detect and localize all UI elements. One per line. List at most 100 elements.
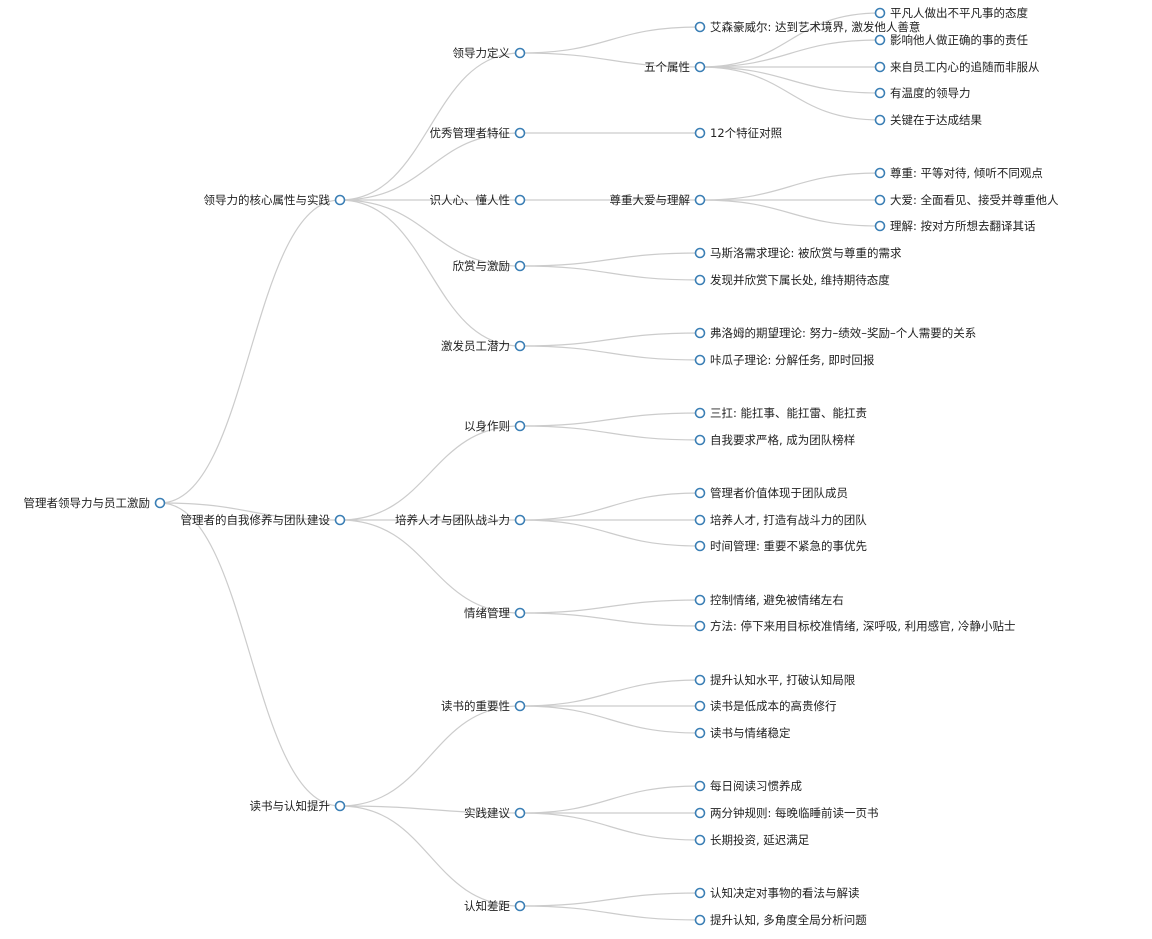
mindmap-node-n2-2[interactable]: 培养人才与团队战斗力 bbox=[395, 513, 526, 527]
node-toggle-circle[interactable] bbox=[694, 327, 706, 339]
mindmap-node-n1-4[interactable]: 欣赏与激励 bbox=[453, 259, 526, 273]
node-toggle-circle[interactable] bbox=[694, 354, 706, 366]
mindmap-node-n1-2[interactable]: 优秀管理者特征 bbox=[430, 126, 526, 140]
mindmap-node-n1-3-1[interactable]: 尊重大爱与理解 bbox=[610, 193, 706, 207]
mindmap-node-n1-4-1[interactable]: 马斯洛需求理论: 被欣赏与尊重的需求 bbox=[694, 246, 903, 260]
node-label: 咔瓜子理论: 分解任务, 即时回报 bbox=[710, 353, 875, 367]
mindmap-node-n3-2-1[interactable]: 每日阅读习惯养成 bbox=[694, 779, 803, 793]
mindmap-node-n3-3[interactable]: 认知差距 bbox=[464, 899, 526, 913]
mindmap-node-n1-3[interactable]: 识人心、懂人性 bbox=[430, 193, 526, 207]
node-toggle-circle[interactable] bbox=[334, 800, 346, 812]
node-toggle-circle[interactable] bbox=[694, 780, 706, 792]
node-toggle-circle[interactable] bbox=[694, 127, 706, 139]
mindmap-node-n1-1-1[interactable]: 艾森豪威尔: 达到艺术境界, 激发他人善意 bbox=[694, 20, 921, 34]
mindmap-node-n2-1-1[interactable]: 三扛: 能扛事、能扛雷、能扛责 bbox=[694, 406, 868, 420]
node-toggle-circle[interactable] bbox=[694, 487, 706, 499]
mindmap-node-n1-1-2-4[interactable]: 有温度的领导力 bbox=[874, 86, 971, 100]
mindmap-node-n1-2-1[interactable]: 12个特征对照 bbox=[694, 126, 783, 140]
mindmap-node-n2-1[interactable]: 以身作则 bbox=[464, 419, 526, 433]
mindmap-node-n1-1-2-3[interactable]: 来自员工内心的追随而非服从 bbox=[874, 60, 1040, 74]
node-toggle-circle[interactable] bbox=[694, 807, 706, 819]
node-toggle-circle[interactable] bbox=[514, 514, 526, 526]
mindmap-node-n1-1[interactable]: 领导力定义 bbox=[453, 46, 526, 60]
node-toggle-circle[interactable] bbox=[874, 194, 886, 206]
node-toggle-circle[interactable] bbox=[694, 61, 706, 73]
mindmap-node-n3-3-1[interactable]: 认知决定对事物的看法与解读 bbox=[694, 886, 860, 900]
node-toggle-circle[interactable] bbox=[694, 620, 706, 632]
mindmap-node-n1-5-2[interactable]: 咔瓜子理论: 分解任务, 即时回报 bbox=[694, 353, 875, 367]
node-toggle-circle[interactable] bbox=[874, 61, 886, 73]
mindmap-node-n3-1-1[interactable]: 提升认知水平, 打破认知局限 bbox=[694, 673, 856, 687]
mindmap-node-n2-3[interactable]: 情绪管理 bbox=[464, 606, 526, 620]
node-toggle-circle[interactable] bbox=[694, 540, 706, 552]
node-toggle-circle[interactable] bbox=[694, 674, 706, 686]
node-toggle-circle[interactable] bbox=[874, 167, 886, 179]
node-toggle-circle[interactable] bbox=[694, 700, 706, 712]
mindmap-node-n3[interactable]: 读书与认知提升 bbox=[250, 799, 346, 813]
node-toggle-circle[interactable] bbox=[514, 194, 526, 206]
node-toggle-circle[interactable] bbox=[874, 34, 886, 46]
link-n3-1-to-n3-1-3 bbox=[519, 705, 701, 734]
node-toggle-circle[interactable] bbox=[694, 727, 706, 739]
node-toggle-circle[interactable] bbox=[514, 127, 526, 139]
node-toggle-circle[interactable] bbox=[874, 114, 886, 126]
mindmap-node-n1-3-1-3[interactable]: 理解: 按对方所想去翻译其话 bbox=[874, 219, 1037, 233]
mindmap-node-n1-3-1-2[interactable]: 大爱: 全面看见、接受并尊重他人 bbox=[874, 193, 1060, 207]
node-label: 情绪管理 bbox=[464, 606, 510, 620]
mindmap-node-n3-2-3[interactable]: 长期投资, 延迟满足 bbox=[694, 833, 810, 847]
node-label: 实践建议 bbox=[464, 806, 510, 820]
link-n3-3-to-n3-3-1 bbox=[519, 892, 701, 907]
node-toggle-circle[interactable] bbox=[514, 47, 526, 59]
node-toggle-circle[interactable] bbox=[694, 407, 706, 419]
node-toggle-circle[interactable] bbox=[694, 594, 706, 606]
mindmap-node-n1-1-2-1[interactable]: 平凡人做出不平凡事的态度 bbox=[874, 6, 1029, 20]
node-toggle-circle[interactable] bbox=[694, 514, 706, 526]
node-toggle-circle[interactable] bbox=[874, 87, 886, 99]
mindmap-node-n1-5[interactable]: 激发员工潜力 bbox=[441, 339, 526, 353]
node-label: 有温度的领导力 bbox=[890, 86, 971, 100]
mindmap-node-n3-1-2[interactable]: 读书是低成本的高贵修行 bbox=[694, 699, 837, 713]
mindmap-node-n2-2-3[interactable]: 时间管理: 重要不紧急的事优先 bbox=[694, 539, 868, 553]
mindmap-node-n2-3-1[interactable]: 控制情绪, 避免被情绪左右 bbox=[694, 593, 844, 607]
node-toggle-circle[interactable] bbox=[694, 194, 706, 206]
node-toggle-circle[interactable] bbox=[514, 900, 526, 912]
mindmap-node-n3-2[interactable]: 实践建议 bbox=[464, 806, 526, 820]
mindmap-node-n1-4-2[interactable]: 发现并欣赏下属长处, 维持期待态度 bbox=[694, 273, 891, 287]
node-toggle-circle[interactable] bbox=[874, 7, 886, 19]
node-toggle-circle[interactable] bbox=[694, 274, 706, 286]
node-toggle-circle[interactable] bbox=[334, 514, 346, 526]
node-label: 读书是低成本的高贵修行 bbox=[710, 699, 837, 713]
node-toggle-circle[interactable] bbox=[694, 914, 706, 926]
mindmap-node-n1-5-1[interactable]: 弗洛姆的期望理论: 努力–绩效–奖励–个人需要的关系 bbox=[694, 326, 977, 340]
mindmap-node-n2-2-2[interactable]: 培养人才, 打造有战斗力的团队 bbox=[694, 513, 868, 527]
mindmap-node-n2-3-2[interactable]: 方法: 停下来用目标校准情绪, 深呼吸, 利用感官, 冷静小贴士 bbox=[694, 619, 1016, 633]
mindmap-node-root[interactable]: 管理者领导力与员工激励 bbox=[24, 496, 166, 510]
mindmap-node-n2-2-1[interactable]: 管理者价值体现于团队成员 bbox=[694, 486, 849, 500]
mindmap-node-n3-2-2[interactable]: 两分钟规则: 每晚临睡前读一页书 bbox=[694, 806, 879, 820]
mindmap-node-n1-1-2-5[interactable]: 关键在于达成结果 bbox=[874, 113, 983, 127]
node-toggle-circle[interactable] bbox=[874, 220, 886, 232]
node-toggle-circle[interactable] bbox=[694, 21, 706, 33]
node-toggle-circle[interactable] bbox=[154, 497, 166, 509]
node-toggle-circle[interactable] bbox=[514, 420, 526, 432]
node-toggle-circle[interactable] bbox=[514, 700, 526, 712]
node-toggle-circle[interactable] bbox=[694, 434, 706, 446]
node-toggle-circle[interactable] bbox=[514, 607, 526, 619]
mindmap-node-n1-1-2[interactable]: 五个属性 bbox=[644, 60, 706, 74]
node-toggle-circle[interactable] bbox=[694, 834, 706, 846]
mindmap-node-n1[interactable]: 领导力的核心属性与实践 bbox=[204, 193, 346, 207]
mindmap-node-n3-3-2[interactable]: 提升认知, 多角度全局分析问题 bbox=[694, 913, 868, 927]
mindmap-node-n2-1-2[interactable]: 自我要求严格, 成为团队榜样 bbox=[694, 433, 856, 447]
link-n1-3-1-to-n1-3-1-1 bbox=[699, 172, 881, 201]
mindmap-node-n3-1[interactable]: 读书的重要性 bbox=[441, 699, 526, 713]
node-toggle-circle[interactable] bbox=[694, 887, 706, 899]
mindmap-node-n2[interactable]: 管理者的自我修养与团队建设 bbox=[181, 513, 346, 527]
node-toggle-circle[interactable] bbox=[514, 340, 526, 352]
node-toggle-circle[interactable] bbox=[514, 807, 526, 819]
mindmap-node-n3-1-3[interactable]: 读书与情绪稳定 bbox=[694, 726, 791, 740]
mindmap-node-n1-3-1-1[interactable]: 尊重: 平等对待, 倾听不同观点 bbox=[874, 166, 1043, 180]
mindmap-node-n1-1-2-2[interactable]: 影响他人做正确的事的责任 bbox=[874, 33, 1029, 47]
node-toggle-circle[interactable] bbox=[334, 194, 346, 206]
node-toggle-circle[interactable] bbox=[514, 260, 526, 272]
node-toggle-circle[interactable] bbox=[694, 247, 706, 259]
